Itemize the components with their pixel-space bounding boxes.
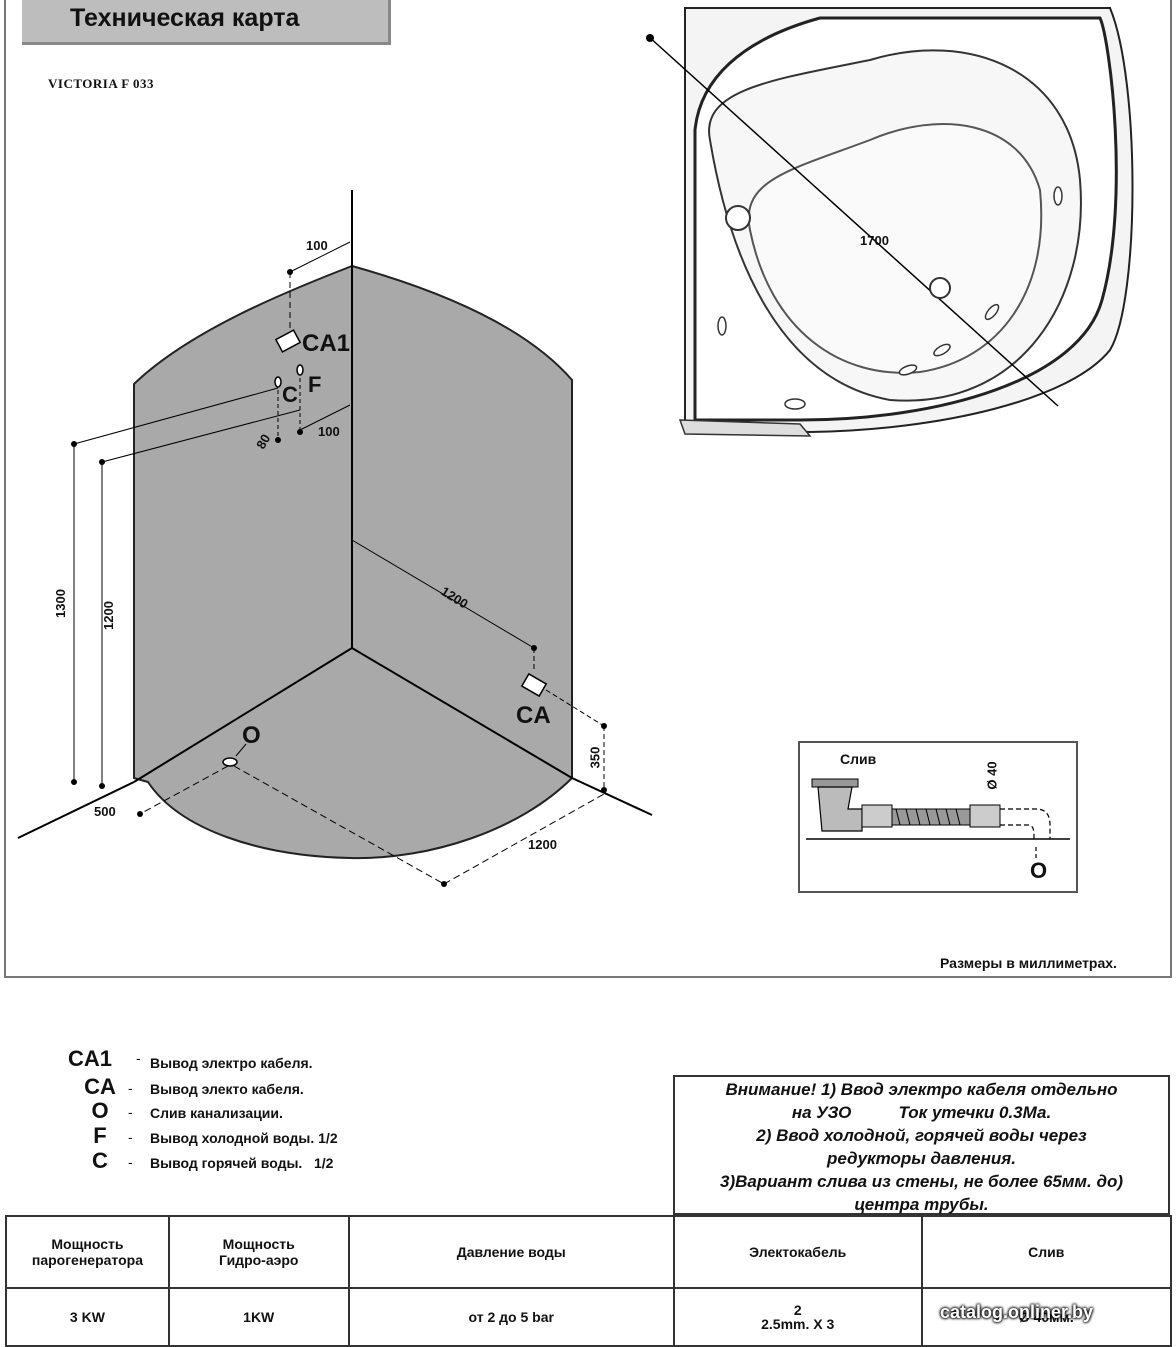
legend-text-c: Вывод горячей воды. 1/2 bbox=[150, 1155, 334, 1171]
o-drain bbox=[222, 757, 238, 767]
spec-table: Мощность парогенератора Мощность Гидро-а… bbox=[5, 1215, 1173, 1347]
legend-dash: - bbox=[128, 1154, 133, 1170]
legend-text-o: Слив канализации. bbox=[150, 1105, 283, 1121]
legend-code-f: F bbox=[93, 1123, 107, 1148]
dim-100-top: 100 bbox=[306, 238, 328, 253]
dim-100-mid: 100 bbox=[318, 424, 340, 439]
drain-detail-box bbox=[798, 741, 1078, 893]
dim-500: 500 bbox=[94, 804, 116, 819]
warning-line: редукторы давления. bbox=[827, 1149, 1016, 1168]
legend-text-f: Вывод холодной воды. 1/2 bbox=[150, 1130, 338, 1146]
dim-1200-floor: 1200 bbox=[528, 837, 557, 852]
mark-f: F bbox=[308, 372, 322, 397]
c-outlet bbox=[274, 376, 282, 388]
value-cable: 2 2.5mm. X 3 bbox=[672, 1287, 923, 1347]
header-hydro-power: Мощность Гидро-аэро bbox=[167, 1215, 350, 1289]
bath-top-view bbox=[646, 7, 1134, 437]
legend-code-c: C bbox=[92, 1148, 108, 1173]
units-note: Размеры в миллиметрах. bbox=[940, 955, 1117, 971]
mark-ca: CA bbox=[516, 702, 551, 729]
page-title: Техническая карта bbox=[70, 4, 300, 32]
value-hydro-power: 1KW bbox=[167, 1287, 350, 1347]
warning-line: Внимание! 1) Ввод электро кабеля отдельн… bbox=[725, 1080, 1118, 1099]
dim-1700: 1700 bbox=[860, 233, 889, 248]
legend-text-ca: Вывод электо кабеля. bbox=[150, 1081, 304, 1097]
dim-1300: 1300 bbox=[52, 589, 68, 618]
warning-line: 3)Вариант слива из стены, не более 65мм.… bbox=[719, 1172, 1124, 1191]
header-water-pressure: Давление воды bbox=[347, 1215, 675, 1289]
mark-c: C bbox=[282, 382, 298, 407]
drawing-sheet bbox=[4, 0, 1172, 978]
warning-box: Внимание! 1) Ввод электро кабеля отдельн… bbox=[673, 1075, 1170, 1215]
mark-o: O bbox=[242, 722, 261, 749]
ca1-outlet bbox=[274, 329, 302, 353]
value-water-pressure: от 2 до 5 bar bbox=[347, 1287, 675, 1347]
legend-dash: - bbox=[128, 1129, 133, 1145]
legend-code-ca1: CA1 bbox=[68, 1046, 113, 1071]
model-name: VICTORIA F 033 bbox=[48, 76, 154, 91]
legend-dash: - bbox=[136, 1050, 141, 1066]
legend-code-o: O bbox=[91, 1098, 109, 1123]
watermark: catalog.onliner.by bbox=[940, 1302, 1094, 1322]
dim-1200-left: 1200 bbox=[100, 601, 116, 630]
header-steam-power: Мощность парогенератора bbox=[5, 1215, 170, 1289]
warning-line: на УЗО Ток утечки 0.3Ма. bbox=[791, 1103, 1052, 1122]
legend-dash: - bbox=[128, 1104, 133, 1120]
drain-mark-o: O bbox=[1030, 858, 1048, 883]
dim-350: 350 bbox=[587, 746, 603, 769]
legend-dash: - bbox=[128, 1080, 133, 1096]
legend-code-ca: CA bbox=[84, 1074, 116, 1099]
mark-ca1: CA1 bbox=[302, 330, 351, 357]
value-steam-power: 3 KW bbox=[5, 1287, 170, 1347]
drain-detail-label: Слив bbox=[840, 751, 877, 767]
legend-text-ca1: Вывод электро кабеля. bbox=[150, 1055, 313, 1071]
cabin-drawing bbox=[17, 190, 653, 887]
drain-diameter: Ø 40 bbox=[984, 761, 1000, 790]
header-cable: Электокабель bbox=[672, 1215, 923, 1289]
header-drain: Слив bbox=[920, 1215, 1173, 1289]
drain-detail-drawing bbox=[806, 778, 1070, 859]
table-header-row: Мощность парогенератора Мощность Гидро-а… bbox=[5, 1215, 1173, 1289]
value-drain: Ø 40мм. bbox=[920, 1287, 1173, 1347]
title-box bbox=[22, 0, 391, 45]
warning-line: центра трубы. bbox=[854, 1195, 989, 1214]
warning-line: 2) Ввод холодной, горячей воды через bbox=[756, 1126, 1087, 1145]
f-outlet bbox=[296, 364, 304, 376]
ca-outlet bbox=[520, 672, 548, 698]
